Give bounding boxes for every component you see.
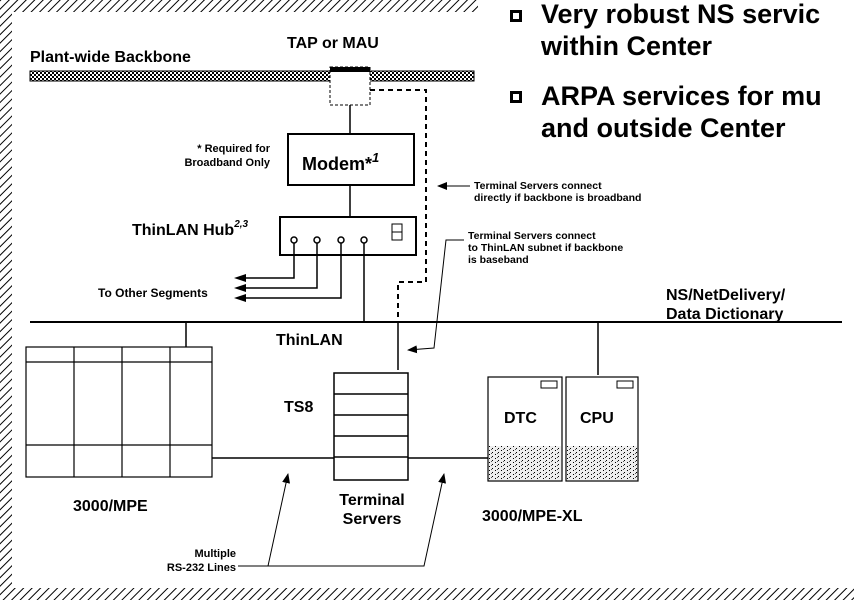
backbone-cable <box>30 71 474 81</box>
mpe-cabinet <box>26 347 212 477</box>
bullet-2-line1: ARPA services for mu <box>541 80 822 112</box>
tap-label: TAP or MAU <box>287 36 379 52</box>
required-note: * Required for Broadband Only <box>140 142 270 170</box>
bullet-square-2 <box>510 91 522 103</box>
cpu-label: CPU <box>580 411 614 427</box>
bullet-1-line2: within Center <box>541 30 820 62</box>
other-segments-label: To Other Segments <box>98 287 208 299</box>
bullet-2-line2: and outside Center <box>541 112 822 144</box>
frame-left-border <box>0 0 12 600</box>
cpu-cabinet <box>566 377 638 481</box>
modem-label: Modem*1 <box>302 151 379 173</box>
ns-label: NS/NetDelivery/Data Dictionary <box>666 286 785 324</box>
hub-label: ThinLAN Hub2,3 <box>132 220 248 239</box>
bullet-1: Very robust NS servic within Center <box>541 0 820 62</box>
frame-top-border <box>0 0 478 12</box>
backbone-label: Plant-wide Backbone <box>30 50 191 66</box>
mpexl-label: 3000/MPE-XL <box>482 509 582 525</box>
tap-box <box>330 67 370 105</box>
bullet-2: ARPA services for mu and outside Center <box>541 80 822 144</box>
frame-bottom-border <box>0 588 854 600</box>
dtc-label: DTC <box>504 411 537 427</box>
thinlan-label: ThinLAN <box>276 333 343 349</box>
hub-box <box>280 217 416 255</box>
broadband-dashed-link <box>370 90 426 322</box>
mpe-label: 3000/MPE <box>73 499 148 515</box>
dtc-cabinet <box>488 377 562 481</box>
ts8-label: TS8 <box>284 400 313 416</box>
bullet-square-1 <box>510 10 522 22</box>
ts8-stack <box>334 373 408 480</box>
bullet-1-line1: Very robust NS servic <box>541 0 820 30</box>
